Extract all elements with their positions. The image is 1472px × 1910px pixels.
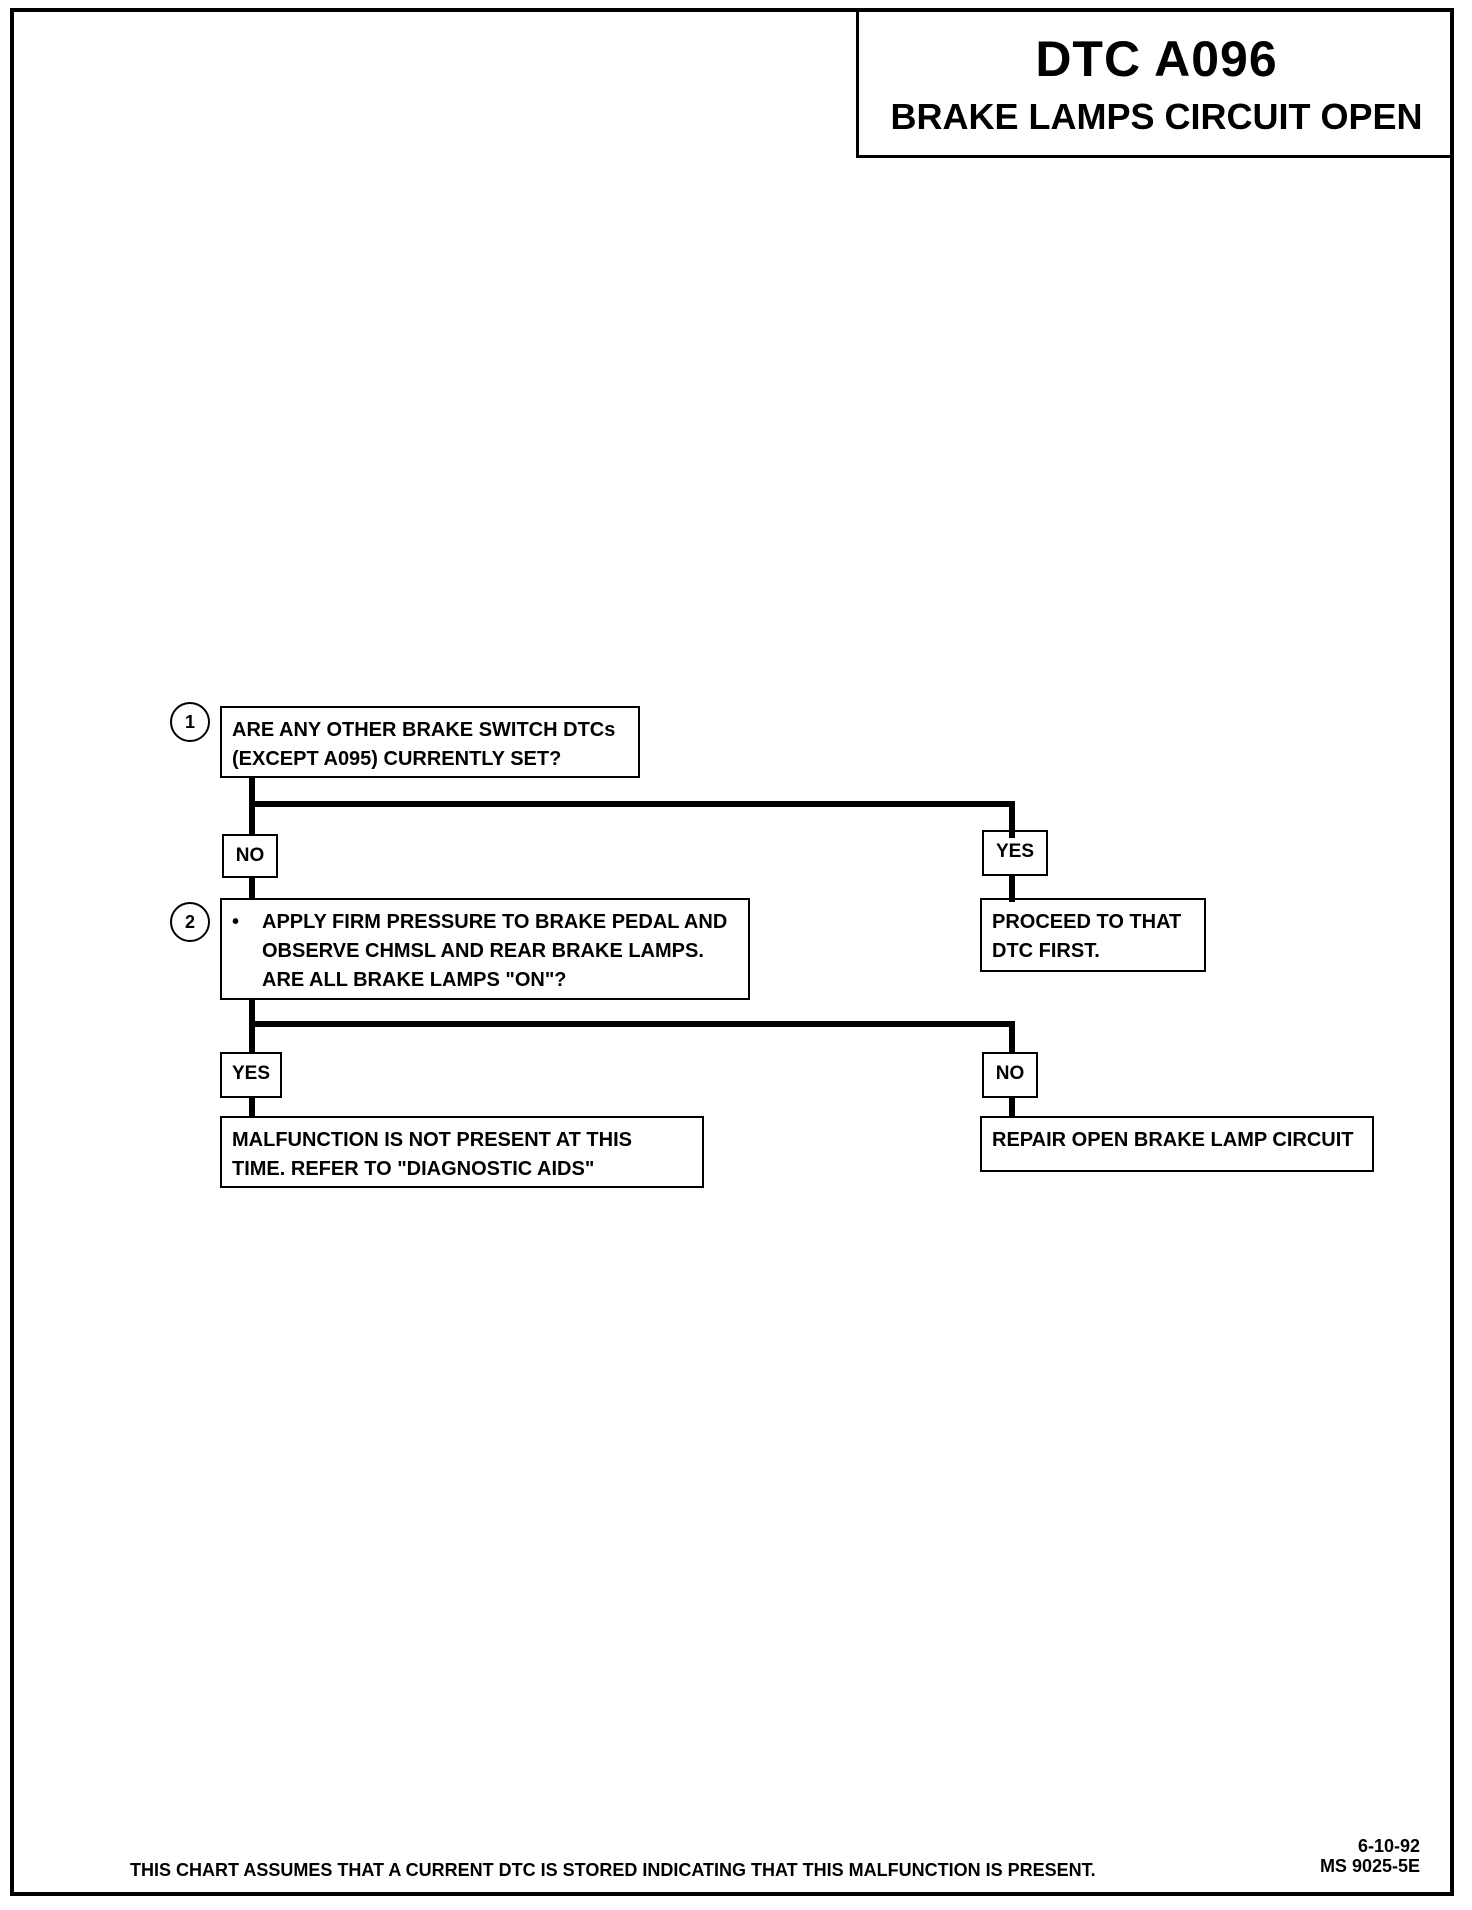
step-2-no-label: NO (982, 1052, 1038, 1098)
step-2-bullet: • (232, 911, 240, 933)
step-2-line-1: APPLY FIRM PRESSURE TO BRAKE PEDAL AND (262, 911, 728, 933)
footer-note: THIS CHART ASSUMES THAT A CURRENT DTC IS… (130, 1860, 1096, 1880)
step-2-marker: 2 (170, 902, 210, 942)
not-present-line-1: MALFUNCTION IS NOT PRESENT AT THIS (232, 1129, 632, 1151)
step-2-question-box: •APPLY FIRM PRESSURE TO BRAKE PEDAL AND … (220, 898, 750, 1000)
proceed-result-box: PROCEED TO THAT DTC FIRST. (980, 898, 1206, 972)
proceed-line-1: PROCEED TO THAT (992, 911, 1182, 933)
dtc-code: DTC A096 (1035, 31, 1278, 87)
step-2-yes-label: YES (220, 1052, 282, 1098)
step-2-line-3: ARE ALL BRAKE LAMPS "ON"? (262, 969, 567, 991)
footer-reference: 6-10-92 MS 9025-5E (1280, 1836, 1420, 1876)
repair-result-box: REPAIR OPEN BRAKE LAMP CIRCUIT (980, 1116, 1374, 1172)
repair-line-1: REPAIR OPEN BRAKE LAMP CIRCUIT (992, 1129, 1354, 1151)
title-block: DTC A096 BRAKE LAMPS CIRCUIT OPEN (856, 8, 1454, 158)
step-1-line-1: ARE ANY OTHER BRAKE SWITCH DTCs (232, 719, 616, 741)
step-1-line-2: (EXCEPT A095) CURRENTLY SET? (232, 748, 562, 770)
step-1-no-label: NO (222, 834, 278, 878)
footer-date: 6-10-92 (1357, 1836, 1420, 1856)
footer-doc-id: MS 9025-5E (1319, 1856, 1420, 1876)
page-frame (10, 8, 1454, 1896)
step-1-marker: 1 (170, 702, 210, 742)
not-present-line-2: TIME. REFER TO "DIAGNOSTIC AIDS" (232, 1158, 595, 1180)
step-1-question-box: ARE ANY OTHER BRAKE SWITCH DTCs (EXCEPT … (220, 706, 640, 778)
step-2-line-2: OBSERVE CHMSL AND REAR BRAKE LAMPS. (262, 940, 704, 962)
dtc-description: BRAKE LAMPS CIRCUIT OPEN (890, 96, 1423, 137)
step-1-yes-label: YES (982, 830, 1048, 876)
not-present-result-box: MALFUNCTION IS NOT PRESENT AT THIS TIME.… (220, 1116, 704, 1188)
proceed-line-2: DTC FIRST. (992, 940, 1100, 962)
